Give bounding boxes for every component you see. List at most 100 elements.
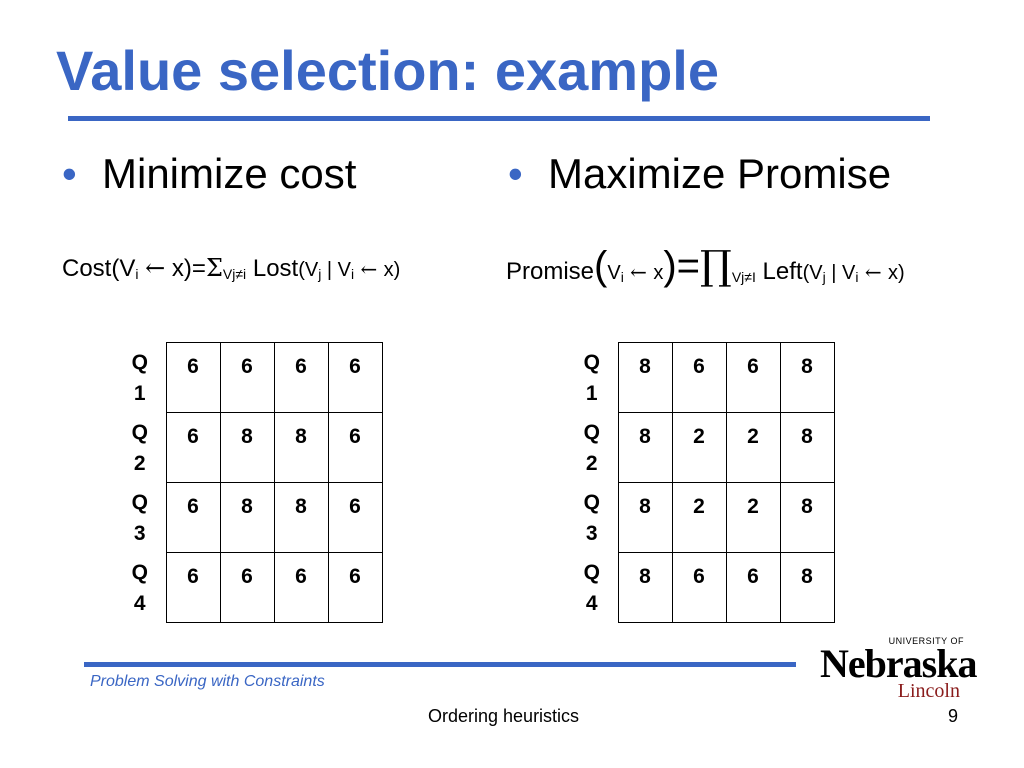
grid-cell: 6 (273, 342, 329, 413)
sigma-symbol: Σ (205, 254, 223, 282)
row-label-number: 2 (585, 451, 598, 475)
slide-title: Value selection: example (56, 39, 719, 102)
formula-text: x) (383, 259, 401, 281)
formula-subscript: Vj≠I (731, 269, 756, 285)
bullet-label: Minimize cost (102, 150, 357, 197)
row-label-number: 1 (133, 381, 146, 405)
formula-paren: ( (594, 244, 608, 288)
grid-cell: 6 (327, 552, 383, 623)
university-logo: UNIVERSITY OF Nebraska Lincoln (818, 636, 977, 702)
grid-cell: 8 (617, 342, 673, 413)
grid-cell: 8 (617, 412, 673, 483)
grid-cell: 2 (725, 482, 781, 553)
grid-cell: 2 (725, 412, 781, 483)
grid-cell: 8 (779, 482, 835, 553)
grid-cell: 6 (671, 552, 727, 623)
row-label-number: 3 (585, 521, 598, 545)
row-label-letter: Q (583, 560, 600, 584)
slide-topic: Ordering heuristics (428, 706, 580, 726)
grid-cell: 8 (779, 342, 835, 413)
page-number: 9 (948, 706, 959, 726)
row-label-letter: Q (131, 420, 148, 444)
formula-text: (V (298, 259, 319, 281)
formula-text: x)= (165, 255, 206, 282)
title-divider (68, 116, 930, 121)
formula-text: | V (321, 259, 351, 281)
formula-subscript: i (350, 266, 355, 282)
arrow-symbol: ← (623, 260, 654, 284)
course-name: Problem Solving with Constraints (90, 673, 325, 690)
logo-campus-text: Lincoln (897, 680, 960, 702)
row-label-number: 2 (133, 451, 146, 475)
grid-cell: 6 (219, 342, 275, 413)
grid-cell: 8 (273, 412, 329, 483)
logo-name-text: Nebraska (820, 641, 977, 686)
grid-cell: 6 (725, 552, 781, 623)
footer-divider (84, 662, 796, 667)
row-label-letter: Q (131, 560, 148, 584)
bullet-label: Maximize Promise (548, 150, 892, 197)
row-label-letter: Q (583, 420, 600, 444)
grid-cell: 6 (165, 342, 221, 413)
formula-paren: )= (663, 244, 700, 288)
formula-subscript: i (135, 266, 139, 282)
row-label-letter: Q (131, 350, 148, 374)
grid-cell: 6 (327, 412, 383, 483)
formula-subscript: Vj≠i (222, 266, 247, 282)
formula-text: x) (887, 262, 905, 284)
formula-text: Lost (246, 255, 299, 282)
bullet-marker: • (508, 150, 523, 197)
row-label-number: 4 (585, 591, 598, 615)
bullet-maximize-promise: • Maximize Promise (508, 150, 891, 198)
row-label-number: 3 (133, 521, 146, 545)
grid-cell: 8 (617, 482, 673, 553)
formula-subscript: j (822, 269, 826, 285)
bullet-minimize-cost: • Minimize cost (62, 150, 356, 198)
grid-cell: 8 (219, 412, 275, 483)
grid-cell: 6 (165, 412, 221, 483)
row-label-number: 1 (585, 381, 598, 405)
grid-cell: 2 (671, 482, 727, 553)
grid-cell: 8 (219, 482, 275, 553)
formula-text: | V (825, 262, 856, 284)
grid-cell: 8 (273, 482, 329, 553)
formula-text: (V (802, 262, 823, 284)
grid-cell: 8 (617, 552, 673, 623)
product-symbol: ∏ (700, 243, 732, 289)
arrow-symbol: ← (858, 260, 888, 284)
grid-cell: 6 (671, 342, 727, 413)
formula-subscript: i (620, 269, 624, 285)
grid-cell: 6 (165, 482, 221, 553)
grid-cell: 8 (779, 552, 835, 623)
row-label-letter: Q (583, 350, 600, 374)
bullet-marker: • (62, 150, 77, 197)
grid-cell: 6 (725, 342, 781, 413)
row-label-number: 4 (133, 591, 146, 615)
grid-cell: 6 (219, 552, 275, 623)
arrow-symbol: ← (145, 254, 166, 282)
grid-cell: 2 (671, 412, 727, 483)
cost-formula: Cost(Vi ← x)=ΣVj≠i Lost(Vj | Vi ← x) (62, 254, 400, 283)
grid-cell: 6 (273, 552, 329, 623)
grid-cell: 6 (327, 342, 383, 413)
formula-text: Cost(V (62, 255, 136, 282)
row-label-letter: Q (131, 490, 148, 514)
formula-subscript: j (318, 266, 322, 282)
